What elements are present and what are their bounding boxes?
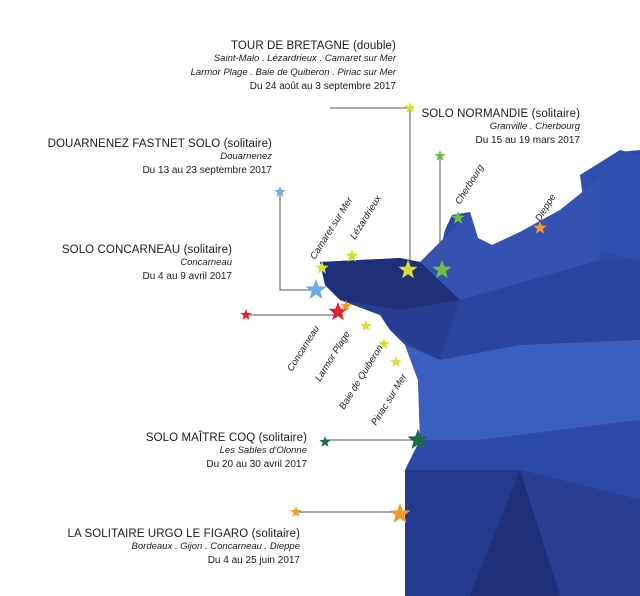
star-concarneau-map [328, 302, 348, 321]
star-concarneau-leader [240, 309, 252, 320]
star-concarneau-figaro-map [340, 300, 352, 311]
event-douarnenez-fastnet: DOUARNENEZ FASTNET SOLO (solitaire) Doua… [48, 138, 272, 178]
star-figaro-leader [290, 506, 302, 517]
event-title: SOLO NORMANDIE (solitaire) [421, 108, 580, 120]
event-title: LA SOLITAIRE URGO LE FIGARO (solitaire) [67, 528, 300, 540]
star-douarnenez-map [305, 279, 327, 299]
stars [240, 102, 547, 523]
star-granville-map [432, 260, 452, 279]
star-douarnenez-leader [274, 186, 286, 197]
star-tour-leader [404, 102, 416, 113]
facet-10 [520, 470, 640, 596]
event-solo-concarneau: SOLO CONCARNEAU (solitaire) Concarneau D… [62, 244, 232, 284]
star-cherbourg-map [451, 211, 465, 224]
facet-8 [405, 420, 640, 500]
facet-3 [420, 178, 600, 300]
land-polygons [320, 150, 640, 596]
facet-5 [340, 300, 460, 360]
star-bordeaux-map [389, 503, 411, 523]
city-concarneau: Concarneau [285, 323, 322, 373]
city-camaret: Camaret sur Mer [308, 195, 356, 262]
event-places: Larmor Plage . Baie de Quiberon . Piriac… [190, 66, 396, 78]
city-lezardrieux: Lézardrieux [348, 193, 384, 242]
facet-4 [320, 258, 460, 310]
star-dieppe-map [533, 221, 547, 234]
star-lezardrieux-map [398, 260, 418, 279]
leader-douarnenez [279, 192, 315, 291]
facet-6 [440, 260, 640, 360]
event-places: Concarneau [180, 257, 232, 268]
event-places: Douarnenez [220, 151, 272, 162]
leader-maitrecoq [324, 439, 418, 442]
city-piriac: Piriac sur Mer [369, 371, 410, 427]
facet-11 [405, 470, 520, 596]
facet-7 [405, 340, 640, 440]
city-larmor: Larmor Plage [313, 329, 353, 383]
star-quiberon-map [378, 338, 390, 349]
event-title: DOUARNENEZ FASTNET SOLO (solitaire) [47, 138, 272, 150]
event-solitaire-urgo-figaro: LA SOLITAIRE URGO LE FIGARO (solitaire) … [68, 528, 300, 568]
event-places: Saint-Malo . Lézardrieux . Camaret sur M… [213, 53, 396, 64]
city-quiberon: Baie de Quiberon [337, 343, 386, 412]
event-dates: Du 13 au 23 septembre 2017 [142, 164, 272, 176]
event-dates: Du 4 au 25 juin 2017 [207, 554, 300, 566]
event-solo-normandie: SOLO NORMANDIE (solitaire) Granville . C… [421, 108, 580, 148]
star-piriac-map [390, 356, 402, 367]
star-larmor-map [360, 320, 372, 331]
event-places: Granville . Cherbourg [489, 121, 580, 132]
event-dates: Du 24 août au 3 septembre 2017 [249, 80, 396, 92]
event-title: SOLO MAÎTRE COQ (solitaire) [145, 432, 307, 444]
star-maitrecoq-leader [319, 436, 331, 447]
event-title: SOLO CONCARNEAU (solitaire) [61, 244, 232, 256]
star-lezardrieux2-map [345, 249, 359, 262]
event-places: Les Sables d'Olonne [219, 445, 307, 456]
star-camaret-map [315, 261, 329, 274]
city-cherbourg: Cherbourg [453, 162, 486, 207]
event-dates: Du 4 au 9 avril 2017 [142, 270, 232, 282]
leader-tour [330, 107, 411, 265]
event-title: TOUR DE BRETAGNE (double) [230, 40, 396, 52]
event-places: Bordeaux . Gijon . Concarneau . Dieppe [131, 541, 300, 552]
event-tour-de-bretagne: TOUR DE BRETAGNE (double) Saint-Malo . L… [191, 40, 396, 94]
star-sables-map [407, 429, 429, 449]
event-dates: Du 20 au 30 avril 2017 [206, 458, 307, 470]
event-solo-maitre-coq: SOLO MAÎTRE COQ (solitaire) Les Sables d… [146, 432, 307, 472]
event-dates: Du 15 au 19 mars 2017 [475, 134, 580, 146]
star-normandie-leader [434, 150, 446, 161]
